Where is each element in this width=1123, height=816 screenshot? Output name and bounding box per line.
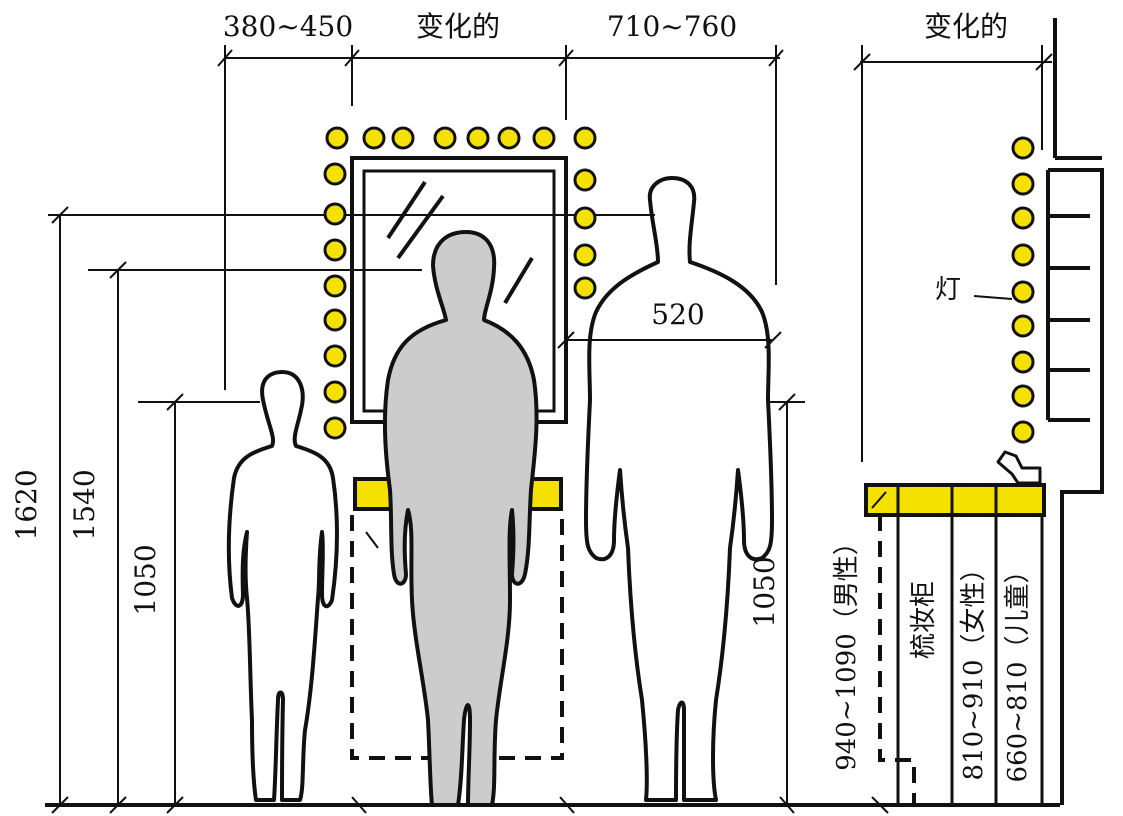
bulb-side-1 bbox=[1011, 172, 1035, 196]
label-height-1540: 1540 bbox=[68, 469, 101, 540]
vanity-cabinet-side bbox=[871, 485, 1044, 805]
label-counter-child: 660~810（儿童） bbox=[1003, 557, 1033, 782]
mirror-light-bulbs bbox=[323, 126, 597, 440]
bulb-right-2 bbox=[573, 243, 597, 267]
height-dimension-1050-left bbox=[138, 393, 260, 814]
bulb-top-5 bbox=[497, 126, 521, 150]
bulb-side-6 bbox=[1011, 350, 1035, 374]
bulb-right-0 bbox=[573, 168, 597, 192]
label-top-mid-width: 变化的 bbox=[416, 10, 500, 43]
label-counter-male: 940~1090（男性） bbox=[832, 529, 862, 771]
bulb-side-0 bbox=[1011, 136, 1035, 160]
bulb-side-2 bbox=[1011, 206, 1035, 230]
bulb-left-4 bbox=[323, 308, 347, 332]
bulb-left-0 bbox=[323, 162, 347, 186]
lamp-leader-line bbox=[973, 295, 1013, 300]
height-dimension-1540 bbox=[88, 261, 422, 814]
height-dimension-1050-right bbox=[770, 393, 805, 805]
side-wall-shelves bbox=[1048, 214, 1090, 422]
bulb-top-4 bbox=[466, 126, 490, 150]
top-dimension-line bbox=[217, 45, 784, 390]
bulb-left-1 bbox=[323, 202, 347, 226]
bulb-left-6 bbox=[323, 380, 347, 404]
label-height-1050-right: 1050 bbox=[748, 556, 781, 627]
label-shoulder-width: 520 bbox=[651, 298, 704, 331]
label-lamp: 灯 bbox=[935, 275, 961, 305]
bulb-left-5 bbox=[323, 344, 347, 368]
bulb-side-4 bbox=[1011, 280, 1035, 304]
label-height-1620: 1620 bbox=[10, 469, 43, 540]
floor-ticks bbox=[351, 796, 889, 814]
bulb-top-3 bbox=[433, 126, 457, 150]
bulb-right-3 bbox=[573, 276, 597, 300]
woman-figure bbox=[382, 230, 539, 807]
side-wall bbox=[1046, 18, 1104, 805]
child-figure bbox=[226, 370, 339, 802]
bulb-top-7 bbox=[573, 126, 597, 150]
label-side-top-width: 变化的 bbox=[924, 10, 1008, 43]
man-figure bbox=[584, 176, 774, 802]
bulb-top-2 bbox=[391, 126, 415, 150]
label-counter-female: 810~910（女性） bbox=[959, 555, 989, 780]
side-light-bulbs bbox=[1011, 136, 1035, 444]
bulb-side-5 bbox=[1011, 314, 1035, 338]
bulb-top-6 bbox=[532, 126, 556, 150]
label-cabinet: 梳妆柜 bbox=[909, 581, 939, 659]
vanity-counter-side bbox=[864, 483, 1046, 517]
faucet bbox=[996, 450, 1042, 485]
bulb-side-8 bbox=[1011, 420, 1035, 444]
side-top-dimension-line bbox=[853, 45, 1053, 462]
bulb-left-3 bbox=[323, 274, 347, 298]
label-top-left-width: 380~450 bbox=[223, 10, 353, 43]
label-top-right-width: 710~760 bbox=[607, 10, 737, 43]
bulb-top-1 bbox=[362, 126, 386, 150]
bulb-left-7 bbox=[323, 416, 347, 440]
bulb-side-7 bbox=[1011, 384, 1035, 408]
bulb-top-0 bbox=[325, 126, 349, 150]
bulb-side-3 bbox=[1011, 243, 1035, 267]
label-height-1050-left: 1050 bbox=[129, 544, 162, 615]
bulb-right-1 bbox=[573, 206, 597, 230]
bulb-left-2 bbox=[323, 238, 347, 262]
